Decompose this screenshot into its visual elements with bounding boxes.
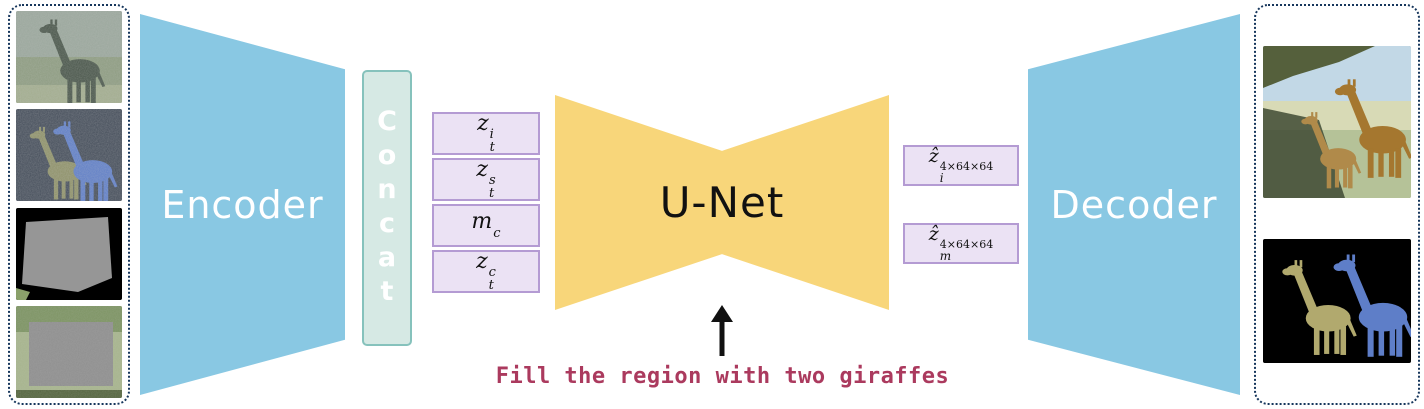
unet-label: U-Net <box>659 178 785 227</box>
encoder-block: Encoder <box>140 14 345 395</box>
decoder-label: Decoder <box>1050 182 1218 227</box>
input-panel <box>8 4 130 405</box>
conditioning-arrow-icon <box>711 305 733 356</box>
unet-block: U-Net <box>555 95 889 310</box>
masked-image-thumb <box>16 305 122 398</box>
generated-segmentation-thumb <box>1263 238 1411 363</box>
region-mask-thumb <box>16 207 122 300</box>
noisy-image-thumb <box>16 11 122 103</box>
text-prompt: Fill the region with two giraffes <box>495 364 950 389</box>
concat-label: Concat <box>371 106 403 310</box>
noisy-segmentation-thumb <box>16 109 122 202</box>
output-panel <box>1254 4 1420 405</box>
generated-image-thumb <box>1263 46 1411 199</box>
encoder-label: Encoder <box>161 182 324 227</box>
concat-block: Concat <box>362 70 412 346</box>
decoder-block: Decoder <box>1028 14 1240 395</box>
